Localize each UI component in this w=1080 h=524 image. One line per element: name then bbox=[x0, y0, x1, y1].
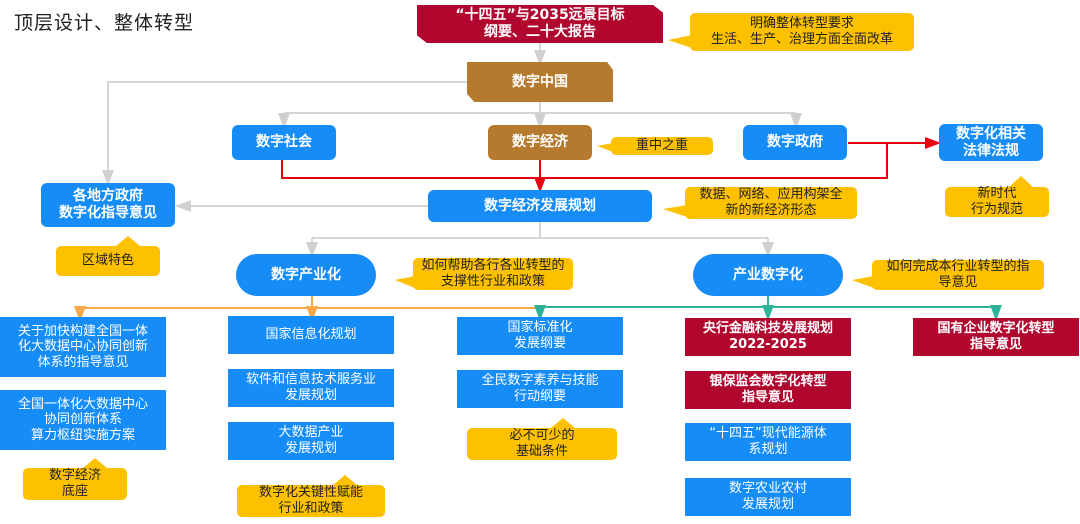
policy-item[interactable]: 软件和信息技术服务业 发展规划 bbox=[228, 369, 394, 407]
column2-note-text: 数字化关键性赋能 行业和政策 bbox=[258, 484, 363, 516]
policy-item[interactable]: 国有企业数字化转型 指导意见 bbox=[913, 318, 1079, 356]
local-government-node[interactable]: 各地方政府 数字化指导意见 bbox=[41, 183, 175, 227]
policy-item[interactable]: 央行金融科技发展规划 2022-2025 bbox=[685, 318, 851, 356]
policy-item[interactable]: 全国一体化大数据中心 协同创新体系 算力枢纽实施方案 bbox=[0, 390, 166, 450]
plan-note-text: 数据、网络、应用构架全 新的新经济形态 bbox=[699, 186, 843, 218]
column1-note-text: 数字经济 底座 bbox=[48, 467, 101, 499]
policy-item[interactable]: 数字农业农村 发展规划 bbox=[685, 478, 851, 516]
economy-note: 重中之重 bbox=[597, 137, 713, 155]
policy-item[interactable]: 关于加快构建全国一体 化大数据中心协同创新 体系的指导意见 bbox=[0, 317, 166, 377]
column3-note: 必不可少的 基础条件 bbox=[467, 418, 617, 460]
digital-industrialization-node[interactable]: 数字产业化 bbox=[236, 254, 376, 296]
source-note: 明确整体转型要求 生活、生产、治理方面全面改革 bbox=[668, 13, 914, 51]
law-note-text: 新时代 行为规范 bbox=[970, 185, 1023, 217]
policy-item[interactable]: 国家标准化 发展纲要 bbox=[457, 317, 623, 355]
connector-teal-trunk bbox=[540, 296, 996, 308]
callout-tail bbox=[551, 418, 575, 428]
local-note-text: 区域特色 bbox=[81, 252, 134, 268]
plan-note: 数据、网络、应用构架全 新的新经济形态 bbox=[663, 186, 857, 219]
law-note: 新时代 行为规范 bbox=[945, 176, 1049, 217]
callout-tail bbox=[83, 458, 107, 468]
policy-item[interactable]: “十四五”现代能源体 系规划 bbox=[685, 423, 851, 461]
callout-tail bbox=[597, 143, 613, 152]
digital-government-node[interactable]: 数字政府 bbox=[743, 125, 847, 160]
economy-plan-node[interactable]: 数字经济发展规划 bbox=[428, 190, 652, 222]
policy-item[interactable]: 全民数字素养与技能 行动纲要 bbox=[457, 370, 623, 408]
digital-society-node[interactable]: 数字社会 bbox=[232, 125, 336, 160]
source-node[interactable]: “十四五”与2035远景目标 纲要、二十大报告 bbox=[417, 5, 663, 43]
policy-item[interactable]: 国家信息化规划 bbox=[228, 316, 394, 354]
connector-china-split bbox=[284, 102, 796, 114]
local-note: 区域特色 bbox=[56, 236, 160, 276]
column2-note: 数字化关键性赋能 行业和政策 bbox=[237, 475, 385, 517]
connector-plan-split bbox=[312, 222, 768, 239]
industrial-digitalization-node[interactable]: 产业数字化 bbox=[693, 254, 843, 296]
connector-orange-trunk bbox=[80, 296, 542, 309]
connector-china-to-local bbox=[102, 81, 468, 186]
connector-red-society bbox=[281, 143, 888, 179]
callout-tail bbox=[395, 276, 415, 288]
policy-item[interactable]: 银保监会数字化转型 指导意见 bbox=[685, 371, 851, 409]
policy-item[interactable]: 大数据产业 发展规划 bbox=[228, 422, 394, 460]
digitalization-note-text: 如何完成本行业转型的指 导意见 bbox=[886, 258, 1030, 290]
industrialization-note-text: 如何帮助各行各业转型的 支撑性行业和政策 bbox=[421, 257, 565, 289]
callout-tail bbox=[1009, 176, 1033, 187]
digital-law-node[interactable]: 数字化相关 法律法规 bbox=[939, 124, 1043, 161]
industrialization-note: 如何帮助各行各业转型的 支撑性行业和政策 bbox=[395, 257, 573, 290]
digital-economy-node[interactable]: 数字经济 bbox=[488, 125, 592, 160]
source-note-text: 明确整体转型要求 生活、生产、治理方面全面改革 bbox=[710, 15, 893, 47]
column1-note: 数字经济 底座 bbox=[23, 458, 127, 500]
callout-tail bbox=[668, 35, 692, 48]
callout-tail bbox=[116, 236, 140, 246]
economy-note-text: 重中之重 bbox=[635, 137, 688, 153]
callout-tail bbox=[663, 205, 687, 217]
digital-china-node[interactable]: 数字中国 bbox=[467, 62, 613, 102]
page-title: 顶层设计、整体转型 bbox=[14, 12, 195, 34]
digitalization-note: 如何完成本行业转型的指 导意见 bbox=[852, 258, 1044, 290]
column3-note-text: 必不可少的 基础条件 bbox=[509, 427, 575, 459]
callout-tail bbox=[852, 276, 874, 288]
callout-tail bbox=[333, 475, 357, 485]
